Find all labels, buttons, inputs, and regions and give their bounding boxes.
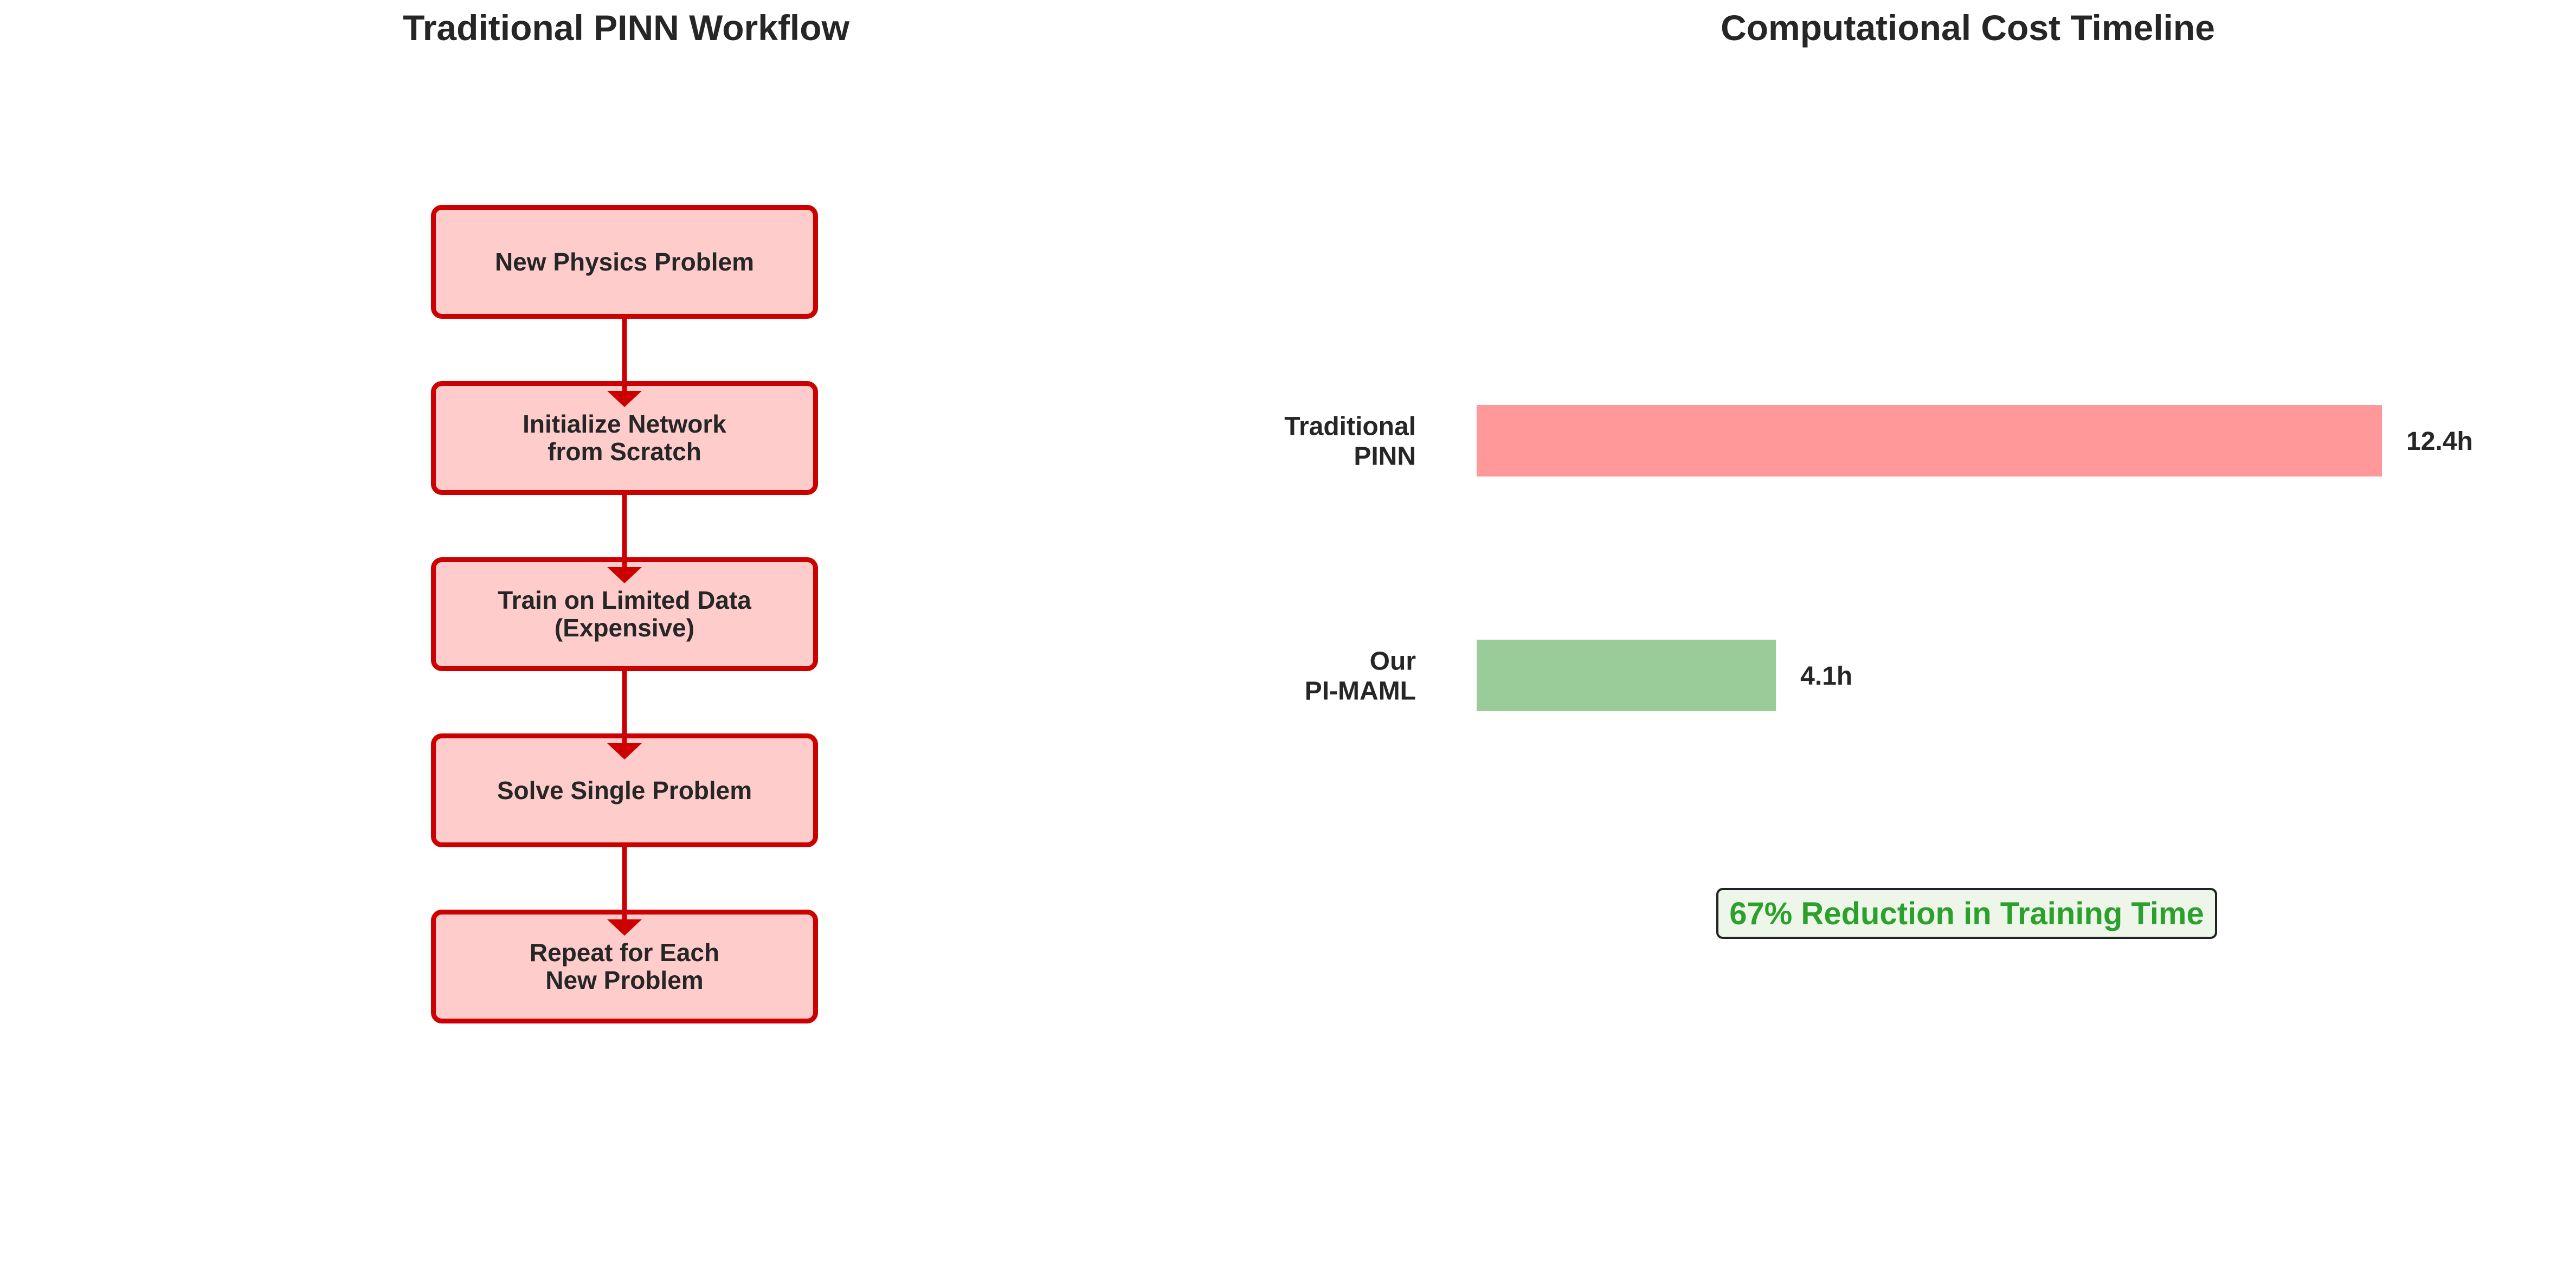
flow-arrow-head — [607, 391, 642, 407]
category-tick-label: PINN — [1354, 442, 1416, 471]
reduction-annotation-text: 67% Reduction in Training Time — [1729, 896, 2204, 931]
category-tick-label: Traditional — [1284, 413, 1416, 441]
category-tick-label: PI-MAML — [1305, 677, 1416, 706]
step-label: Train on Limited Data (Expensive) — [498, 586, 751, 642]
category-tick-label: Our — [1370, 647, 1416, 676]
step-box-repeat: Repeat for Each New Problem — [431, 910, 818, 1023]
step-label: Solve Single Problem — [497, 776, 752, 804]
step-label: Initialize Network from Scratch — [523, 410, 726, 466]
left-panel-title: Traditional PINN Workflow — [403, 8, 849, 48]
reduction-annotation: 67% Reduction in Training Time — [1716, 888, 2217, 939]
bar-1 — [1477, 640, 1776, 711]
bar-0 — [1477, 405, 2382, 476]
bar-value-label: 12.4h — [2406, 427, 2473, 456]
chart-title: Computational Cost Timeline — [1721, 8, 2215, 48]
flow-arrow-head — [607, 567, 642, 583]
flow-arrow-head — [607, 919, 642, 936]
flow-arrow-head — [607, 743, 642, 759]
step-box-new-problem: New Physics Problem — [431, 205, 818, 319]
step-label: Repeat for Each New Problem — [529, 938, 720, 994]
bar-value-label: 4.1h — [1800, 662, 1852, 691]
step-label: New Physics Problem — [494, 247, 755, 276]
